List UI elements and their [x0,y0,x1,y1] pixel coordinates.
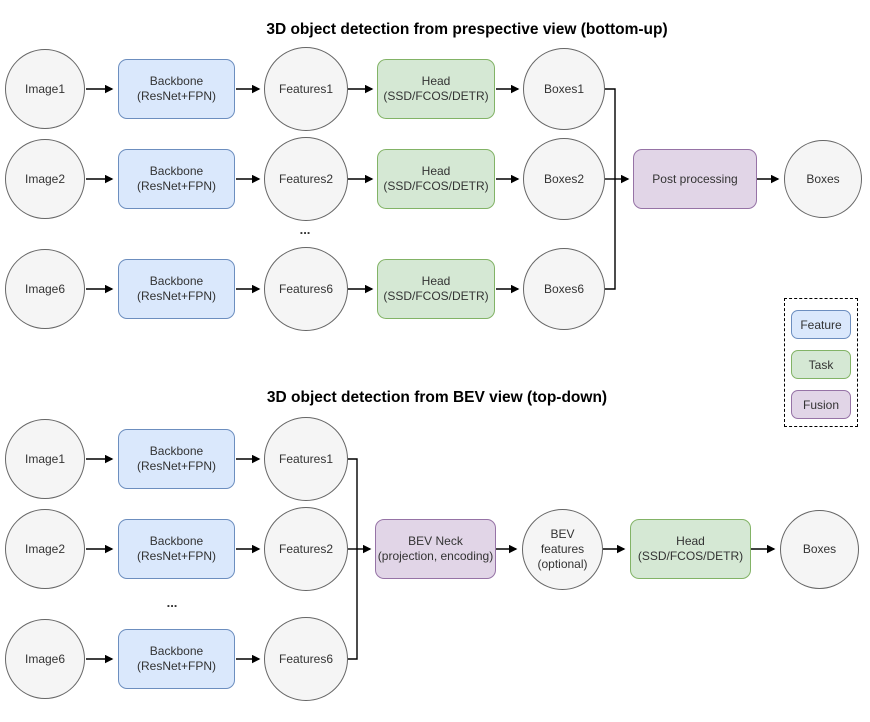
legend-item-fusion: Fusion [791,390,851,419]
bev-neck-node: BEV Neck (projection, encoding) [375,519,496,579]
features-node: Features2 [264,137,348,221]
boxes-node: Boxes1 [523,48,605,130]
backbone-node: Backbone (ResNet+FPN) [118,149,235,209]
head-node: Head (SSD/FCOS/DETR) [630,519,751,579]
boxes-node: Boxes6 [523,248,605,330]
head-node: Head (SSD/FCOS/DETR) [377,59,495,119]
image-node: Image1 [5,419,85,499]
rows-ellipsis: ... [299,222,311,237]
merge-connector [605,88,616,290]
head-node: Head (SSD/FCOS/DETR) [377,149,495,209]
backbone-node: Backbone (ResNet+FPN) [118,519,235,579]
legend-item-feature: Feature [791,310,851,339]
image-node: Image2 [5,509,85,589]
rows-ellipsis: ... [166,595,178,610]
merge-connector [348,458,358,660]
backbone-node: Backbone (ResNet+FPN) [118,259,235,319]
image-node: Image6 [5,249,85,329]
image-node: Image1 [5,49,85,129]
bev-features-node: BEV features (optional) [522,509,603,590]
backbone-node: Backbone (ResNet+FPN) [118,59,235,119]
backbone-node: Backbone (ResNet+FPN) [118,429,235,489]
features-node: Features6 [264,247,348,331]
features-node: Features1 [264,417,348,501]
output-boxes-node: Boxes [784,140,862,218]
image-node: Image6 [5,619,85,699]
bottom-diagram-title: 3D object detection from BEV view (top-d… [266,389,608,406]
features-node: Features1 [264,47,348,131]
post-processing-node: Post processing [633,149,757,209]
features-node: Features2 [264,507,348,591]
output-boxes-node: Boxes [780,510,859,589]
head-node: Head (SSD/FCOS/DETR) [377,259,495,319]
features-node: Features6 [264,617,348,701]
boxes-node: Boxes2 [523,138,605,220]
legend-item-task: Task [791,350,851,379]
image-node: Image2 [5,139,85,219]
legend: Feature Task Fusion [784,298,858,427]
top-diagram-title: 3D object detection from prespective vie… [266,21,668,38]
backbone-node: Backbone (ResNet+FPN) [118,629,235,689]
